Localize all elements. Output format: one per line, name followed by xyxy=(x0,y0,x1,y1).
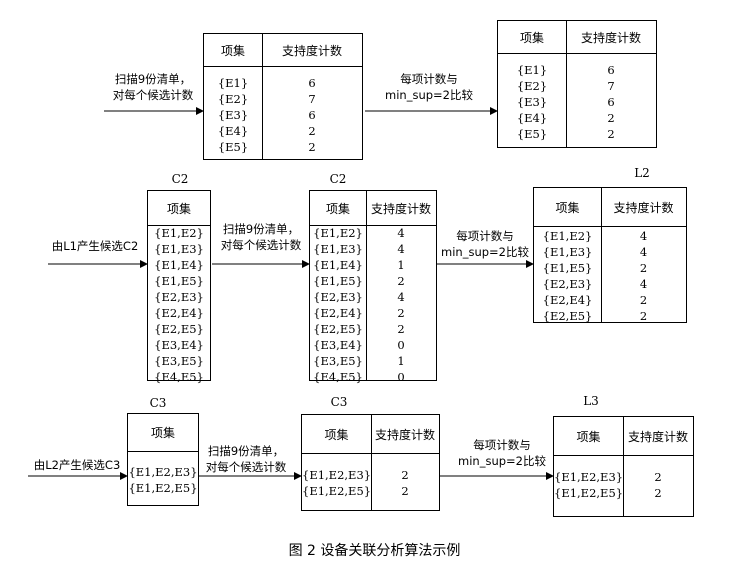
itemset-table-4: 项集 支持度计数 {E1,E2}4 {E1,E3}4 {E1,E4}1 {E1,… xyxy=(309,190,437,384)
table-row: {E4}2 xyxy=(217,124,316,138)
table-row: {E2}7 xyxy=(217,92,316,106)
table-row: {E4}2 xyxy=(516,111,615,125)
header-support-count: 支持度计数 xyxy=(627,429,688,444)
table-row: {E1}6 xyxy=(516,63,615,77)
table-title-l2: L2 xyxy=(634,166,650,180)
table-row: {E2,E5}2 xyxy=(313,322,405,336)
table-header: 项集 xyxy=(148,191,210,226)
label-gen-c3: 由L2产生候选C3 xyxy=(33,458,121,472)
itemset-table-8: 项集 支持度计数 {E1,E2,E3}2 {E1,E2,E5}2 xyxy=(553,416,694,517)
label-compare-2: 每项计数与 min_sup=2比较 xyxy=(441,229,529,259)
header-support-count: 支持度计数 xyxy=(580,30,641,45)
label-gen-c2: 由L1产生候选C2 xyxy=(51,239,139,253)
table-row: {E1,E2,E5} xyxy=(128,481,198,495)
table-header: 项集 支持度计数 xyxy=(534,188,686,227)
table-row: {E1}6 xyxy=(217,76,316,90)
table-row: {E1,E4} xyxy=(154,258,204,272)
label-scan-1: 扫描9份清单， 对每个候选计数 xyxy=(112,72,194,102)
table-row: {E5}2 xyxy=(217,140,316,154)
table-row: {E1,E5}2 xyxy=(313,274,405,288)
figure-caption: 图 2 设备关联分析算法示例 xyxy=(288,543,461,559)
table-row: {E1,E2}4 xyxy=(313,226,405,240)
header-itemset: 项集 xyxy=(324,427,349,442)
table-row: {E5}2 xyxy=(516,127,615,141)
header-support-count: 支持度计数 xyxy=(374,427,435,442)
table-row: {E3,E5}1 xyxy=(313,354,405,368)
table-title-l3: L3 xyxy=(583,394,599,408)
table-row: {E2,E5} xyxy=(154,322,204,336)
table-row: {E1,E3} xyxy=(154,242,204,256)
header-support-count: 支持度计数 xyxy=(281,43,342,58)
table-row: {E1,E2} xyxy=(154,226,204,240)
header-itemset: 项集 xyxy=(555,200,580,215)
table-row: {E3,E4}0 xyxy=(313,338,405,352)
itemset-table-2: 项集 支持度计数 {E1}6 {E2}7 {E3}6 {E4}2 {E5}2 xyxy=(497,20,657,148)
table-header: 项集 支持度计数 xyxy=(204,34,362,67)
table-row: {E3}6 xyxy=(516,95,615,109)
header-support-count: 支持度计数 xyxy=(370,201,431,216)
table-row: {E4,E5}0 xyxy=(313,370,405,384)
table-header: 项集 支持度计数 xyxy=(498,21,656,54)
table-row: {E1,E3}4 xyxy=(542,245,648,259)
header-itemset: 项集 xyxy=(576,429,601,444)
table-row: {E3}6 xyxy=(217,108,316,122)
itemset-table-3: 项集 {E1,E2} {E1,E3} {E1,E4} {E1,E5} {E2,E… xyxy=(147,190,211,384)
table-header: 项集 支持度计数 xyxy=(310,191,436,226)
table-row: {E2,E4}2 xyxy=(313,306,405,320)
label-scan-2: 扫描9份清单， 对每个候选计数 xyxy=(220,222,302,252)
header-itemset: 项集 xyxy=(166,201,191,216)
table-row: {E1,E2,E5}2 xyxy=(302,484,409,498)
table-row: {E3,E5} xyxy=(154,354,204,368)
table-row: {E1,E4}1 xyxy=(313,258,405,272)
table-row: {E4,E5} xyxy=(154,370,204,384)
table-header: 项集 xyxy=(128,414,198,452)
table-row: {E2,E3}4 xyxy=(313,290,405,304)
table-row: {E1,E2,E3} xyxy=(128,465,198,479)
table-row: {E1,E5} xyxy=(154,274,204,288)
header-itemset: 项集 xyxy=(220,43,245,58)
itemset-table-1: 项集 支持度计数 {E1}6 {E2}7 {E3}6 {E4}2 {E5}2 xyxy=(203,33,363,160)
label-compare-3: 每项计数与 min_sup=2比较 xyxy=(458,438,546,468)
label-compare-1: 每项计数与 min_sup=2比较 xyxy=(385,72,473,102)
table-row: {E1,E3}4 xyxy=(313,242,405,256)
itemset-table-5: 项集 支持度计数 {E1,E2}4 {E1,E3}4 {E1,E5}2 {E2,… xyxy=(533,187,687,323)
table-row: {E2,E4}2 xyxy=(542,293,648,307)
table-title-c3-candidates: C3 xyxy=(149,396,167,410)
header-itemset: 项集 xyxy=(150,426,175,440)
table-title-c2-candidates: C2 xyxy=(171,172,189,186)
itemset-table-6: 项集 {E1,E2,E3} {E1,E2,E5} xyxy=(127,413,199,506)
table-row: {E1,E5}2 xyxy=(542,261,648,275)
table-row: {E2,E4} xyxy=(154,306,204,320)
table-row: {E1,E2,E3}2 xyxy=(302,468,409,482)
table-row: {E2,E3}4 xyxy=(542,277,648,291)
header-support-count: 支持度计数 xyxy=(613,200,674,215)
header-itemset: 项集 xyxy=(519,30,544,45)
table-title-c3-counted: C3 xyxy=(330,395,348,409)
table-row: {E2}7 xyxy=(516,79,615,93)
header-itemset: 项集 xyxy=(325,201,350,216)
itemset-table-7: 项集 支持度计数 {E1,E2,E3}2 {E1,E2,E5}2 xyxy=(301,414,440,511)
table-row: {E1,E2,E5}2 xyxy=(554,486,662,500)
label-scan-3: 扫描9份清单， 对每个候选计数 xyxy=(205,444,287,474)
table-row: {E1,E2,E3}2 xyxy=(554,470,662,484)
table-row: {E3,E4} xyxy=(154,338,204,352)
table-row: {E2,E5}2 xyxy=(542,309,648,323)
table-title-c2-counted: C2 xyxy=(329,172,347,186)
table-row: {E1,E2}4 xyxy=(542,229,648,243)
table-header: 项集 支持度计数 xyxy=(302,415,439,454)
table-row: {E2,E3} xyxy=(154,290,204,304)
